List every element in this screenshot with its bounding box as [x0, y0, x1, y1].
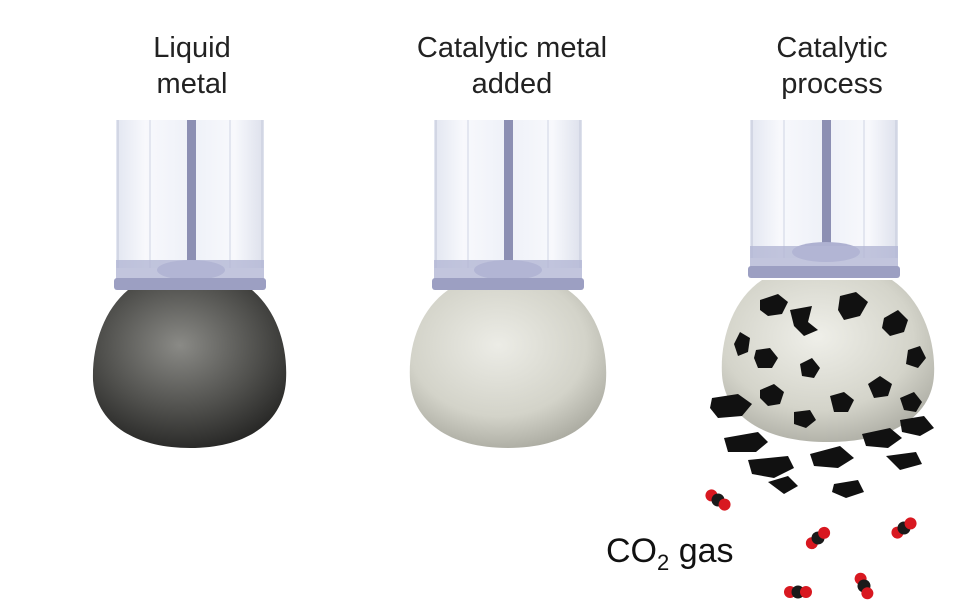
- co2-molecule: [705, 489, 731, 511]
- liquid-metal-drop-2: [409, 290, 607, 448]
- panel-title-catalytic-process: Catalytic process: [682, 30, 980, 102]
- syringe-tube-2: [432, 120, 584, 290]
- co2-molecule: [854, 572, 874, 600]
- co2-molecule: [805, 526, 831, 550]
- syringe-tube-1: [114, 120, 266, 290]
- panel-title-line: process: [781, 68, 883, 100]
- panel-title-line: Catalytic: [776, 32, 888, 64]
- co2-gas-label-subscript: 2: [657, 549, 670, 575]
- panel-title-line: Catalytic metal: [416, 32, 608, 64]
- co2-gas-label-main: CO: [606, 532, 657, 570]
- co2-molecule: [784, 585, 812, 599]
- liquid-metal-drop-1: [92, 290, 287, 448]
- liquid-metal-drop-3: [721, 280, 935, 442]
- panel-title-line: added: [471, 68, 553, 100]
- carbon-flakes-falling: [710, 394, 934, 498]
- panel-title-line: Liquid: [153, 32, 231, 64]
- panel-title-line: metal: [156, 68, 228, 100]
- syringe-tube-3: [748, 120, 900, 278]
- panel-title-liquid-metal: Liquid metal: [42, 30, 342, 102]
- co2-molecule: [891, 517, 917, 539]
- co2-molecules: [705, 489, 917, 600]
- co2-gas-label: CO2 gas: [606, 532, 734, 576]
- co2-gas-label-suffix: gas: [669, 532, 734, 570]
- panel-title-catalytic-metal-added: Catalytic metal added: [362, 30, 662, 102]
- carbon-flakes-on-surface: [734, 292, 926, 428]
